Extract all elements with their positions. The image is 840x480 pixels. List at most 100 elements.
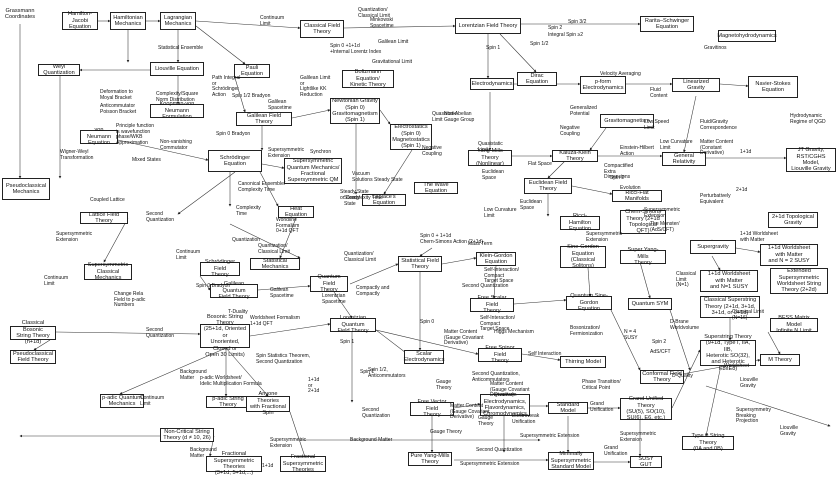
edge-label: Perturbatively Equivalent [700, 193, 731, 205]
edge-label: 1+1d [262, 463, 274, 469]
edge-label: Complexity/Square Norm Distribution [156, 91, 199, 103]
edge-label: Background Matter [180, 369, 207, 381]
edge-label: Flat Space [528, 161, 552, 167]
connector-arrow [587, 267, 592, 297]
theory-node-padic-string: p-adic String Theory [206, 396, 250, 408]
edge-label: Self Interaction [528, 351, 562, 357]
edge-label: The Monster/ (AdS/CFT) [650, 221, 680, 233]
theory-node-pauli: Pauli Equation [234, 64, 270, 78]
theory-node-schr-field: Schrödinger Field Theory [200, 259, 240, 278]
edge-label: Non-vanishing Commutator [160, 139, 192, 151]
edge-label: T-Duality [228, 309, 248, 315]
edge-label: Mass Term [468, 241, 493, 247]
theory-node-gut: Grand Unified Theory (SU(5), SO(10), SU(… [620, 396, 672, 421]
connector-arrow [492, 265, 497, 299]
theory-node-sugra: Supergravity [690, 240, 736, 254]
edge-label: Compactly and Compactly [356, 285, 390, 297]
edge-label: Phase Transition/ Critical Point [582, 379, 621, 391]
edge-label: D-Brane Worldvolume [670, 319, 700, 331]
edge-label: Bosonization/ Fermionization [570, 325, 603, 337]
edge-label: Change Rela Field to p-adic Numbers [114, 291, 146, 309]
edge-label: Liouville Gravity [780, 425, 799, 437]
edge-label: Steady State [374, 177, 403, 183]
edge-label: Continuum Limit [140, 395, 165, 407]
edge-label: Non-Abelian Gauge Group [444, 111, 475, 123]
edge-label: p-adic Worldsheet/ Idelic Multiplication… [200, 375, 262, 387]
edge-label: Self-Interaction/ Compact Target Space [480, 315, 516, 333]
edge-label: Quantization/ Classical Limit [258, 243, 290, 255]
edge-label: Grand Unification [590, 401, 614, 413]
edge-label: Gauge Theory [430, 429, 462, 435]
connector-arrow [195, 20, 301, 30]
edge-label: Fluid/Gravity Correspondence [700, 119, 737, 131]
edge-label: N = 4 SUSY [624, 329, 638, 341]
connector-arrow [683, 95, 697, 153]
connector-arrow [379, 109, 391, 125]
connector-arrow [547, 159, 567, 179]
connector-arrow [669, 309, 691, 371]
edge-label: Worldsheet Formalism 1+1d QFT [250, 315, 300, 327]
edge-label: Galilean Spacetime [270, 287, 294, 299]
theory-node-wave: The Wave Equation [414, 182, 458, 194]
theory-node-grassmann: Grassmann Coordinates [4, 8, 36, 21]
theory-node-frac-susy2: Fractional Supersymmetric Theories [280, 454, 326, 473]
edge-label: Self-Interaction/ Compact Target Space [484, 267, 520, 285]
connector-arrow [639, 261, 651, 299]
edge-label: Fluid Content [650, 87, 668, 99]
edge-label: Lorentzian Spacetime [322, 293, 346, 305]
edge-label: 2+1d [736, 187, 748, 193]
edge-label: Euclidean Space [482, 169, 504, 181]
edge-label: Integral Spin ≥2 [548, 32, 583, 38]
edge-label: Spin 3/2 [568, 19, 587, 25]
theory-node-gqft: Galilean Quantum Field Theory [210, 281, 258, 300]
edge-label: Steady State [344, 195, 360, 207]
edge-label: Gravitational Limit [372, 59, 413, 65]
theory-node-padic-qm: p-adic Quantum Mechanics [100, 394, 144, 408]
theory-node-topo2: 2+1d Topological Gravity [768, 212, 818, 228]
theory-node-sym: Super Yang-Mills Theory [620, 247, 666, 266]
edge-label: Quasistatic Limit [478, 141, 503, 153]
edge-label: AdS/CFT [650, 349, 671, 355]
theory-node-yang-mills: Yang-Mills Theory (Nonlinear) [468, 148, 512, 167]
edge-label: Liouville Gravity [740, 377, 759, 389]
edge-label: Spin Statistics Theorem, Second Quantiza… [256, 353, 311, 365]
edge-label: Spin 0 Bradyon [216, 131, 251, 137]
edge-label: Quantization [232, 237, 261, 243]
theory-node-pseudo-field: Pseudoclassical Field Theory [10, 350, 56, 364]
edge-label: Spin 1 [340, 339, 355, 345]
edge-label: Continuum Limit [260, 15, 285, 27]
connector-arrow [705, 369, 721, 437]
edge-label: Second Quantization [362, 407, 391, 419]
edge-label: Spin 0 + 1+1d Chern-Simons Action (2+1d) [420, 233, 483, 245]
edge-label: Hydrodynamic Regime of QGD [790, 113, 826, 125]
edge-label: 1+1d Worldsheet with Matter [740, 231, 778, 243]
connector-arrow [513, 298, 567, 305]
theory-node-koopman: Koopman-von Neumann Formulation [150, 101, 204, 120]
theory-node-scalar-ed: Scalar Electrodynamics [403, 350, 445, 364]
edge-label: Deformation to Moyal Bracket [100, 89, 133, 101]
theory-node-jt: JT Gravity, RST/CGHS Model, Liouville Gr… [786, 147, 836, 172]
connector-arrow [719, 83, 749, 88]
connector-arrow [177, 171, 236, 215]
edge-label: Supersymmetric Extension [586, 231, 623, 243]
edge-label: Evolution [620, 185, 641, 191]
theory-node-stat-mech: Statistical Mechanics [250, 258, 300, 270]
edge-label: Steady State or Complexity Time [340, 189, 383, 201]
theory-node-free-spinor: Free Spinor Field Theory [478, 345, 522, 364]
connector-arrow [55, 331, 201, 336]
theory-node-euclidean: Euclidean Field Theory [524, 178, 572, 194]
theory-node-qed: Quantum Electrodynamics, Flavordynamics,… [480, 392, 530, 417]
edge-label: Gauge Theory [478, 415, 494, 427]
theory-node-kk: Kaluza-Klein Theory [552, 150, 598, 162]
edge-label: Matter Content (Gauge Covariant Derivati… [450, 403, 490, 421]
edge-label: Classical Limit (N=16) [732, 309, 764, 321]
edge-label: Higgs Mechanism [494, 329, 534, 335]
theory-node-worldsheet-ns: 1+1d Worldsheet with Matter and N=1 SUSY [700, 270, 758, 292]
edge-label: Continuum Limit [44, 275, 69, 287]
connector-arrow [571, 185, 613, 195]
edge-label: Supersymmetric Extension [268, 147, 305, 159]
connector-arrow [521, 353, 561, 362]
edge-label: Spin 1/2 Bradyon [232, 93, 271, 99]
theory-node-susy-cm: Supersymmetric Classical Mechanics [84, 262, 132, 281]
connector-arrow [291, 109, 331, 119]
